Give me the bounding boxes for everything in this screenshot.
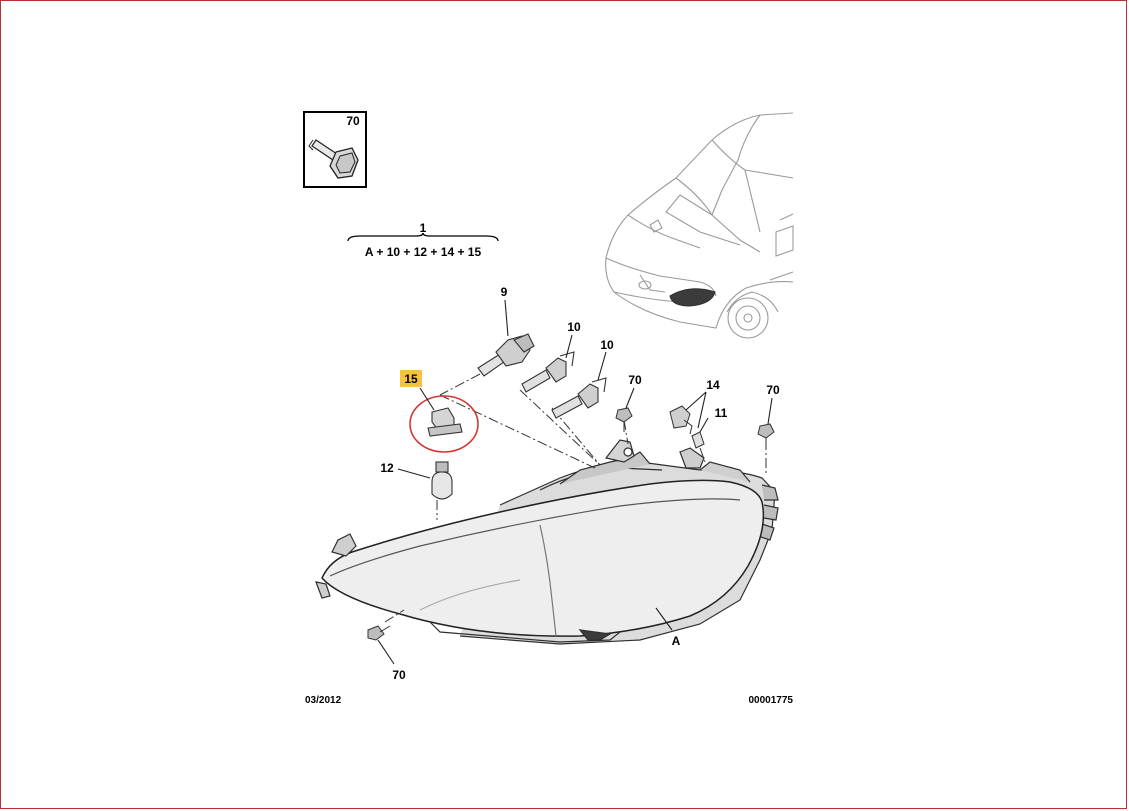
screw-70b <box>757 423 775 446</box>
callout-10-upper: 10 <box>567 320 581 334</box>
bolt-icon <box>308 139 359 179</box>
headlamp-assembly-icon <box>315 439 779 645</box>
bulb-14-11 <box>669 405 705 449</box>
bulb-9 <box>477 333 535 377</box>
leader-lines <box>377 299 773 665</box>
callout-15: 15 <box>404 372 418 386</box>
callout-12: 12 <box>380 461 394 475</box>
assembly-number: 1 <box>420 221 427 235</box>
inset-label: 70 <box>346 114 360 128</box>
callout-10-lower: 10 <box>600 338 614 352</box>
callout-70-bottom: 70 <box>392 668 406 682</box>
footer-date: 03/2012 <box>305 695 342 706</box>
callouts: 9 10 10 15 70 14 11 70 12 A 70 <box>380 285 780 682</box>
callout-14: 14 <box>706 378 720 392</box>
inset-box: 70 <box>303 111 367 188</box>
callout-A: A <box>672 634 681 648</box>
callout-70-top: 70 <box>628 373 642 387</box>
assembly-formula: 1 A + 10 + 12 + 14 + 15 <box>347 221 499 259</box>
car-front-icon <box>605 112 794 339</box>
callout-11: 11 <box>715 406 728 420</box>
callout-9: 9 <box>501 285 508 299</box>
bulb-holder-15 <box>427 407 463 437</box>
screw-70c <box>367 625 391 641</box>
highlight-15 <box>400 370 422 387</box>
assembly-equation: A + 10 + 12 + 14 + 15 <box>365 245 482 259</box>
bulb-12 <box>431 461 453 500</box>
bulb-10-lower <box>551 377 607 419</box>
highlight-circle <box>409 395 479 453</box>
bulb-10-upper <box>521 351 575 393</box>
callout-70-right: 70 <box>766 383 780 397</box>
screw-70a <box>615 407 633 432</box>
footer-reference: 00001775 <box>749 695 794 706</box>
